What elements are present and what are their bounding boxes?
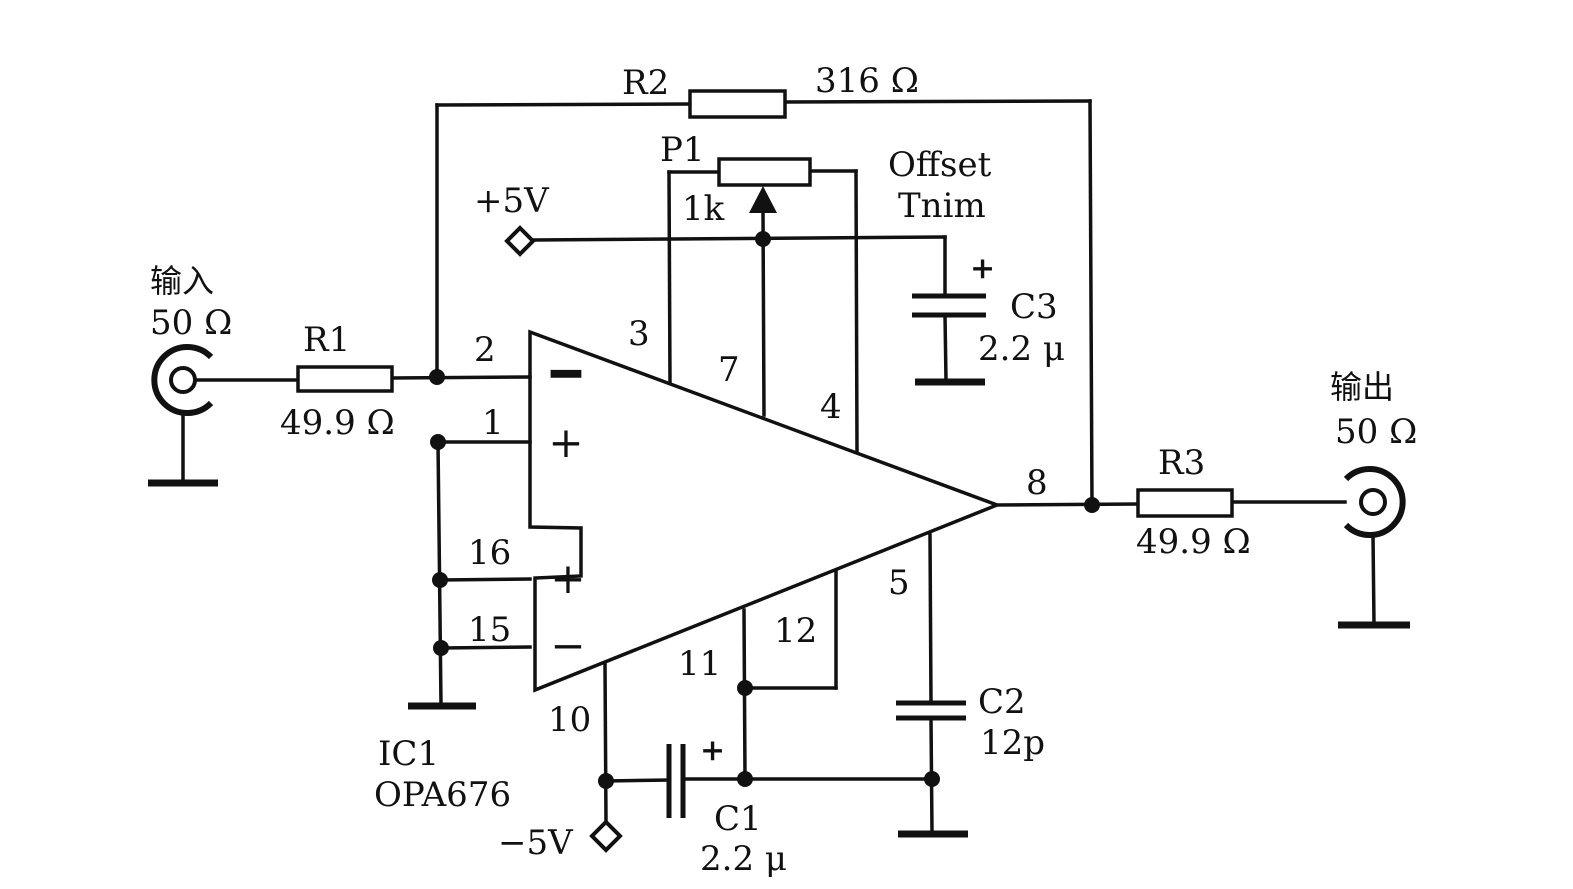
offset-trim-line2: Tnim: [898, 186, 986, 226]
p1-name: P1: [660, 130, 705, 170]
r3-name: R3: [1158, 443, 1205, 483]
pin-number-1: 1: [482, 403, 504, 443]
pin-number-2: 2: [474, 330, 496, 370]
r1-name: R1: [303, 320, 350, 360]
r3-value: 49.9 Ω: [1136, 522, 1251, 562]
opamp-ic1-symbol: [528, 329, 1002, 693]
output-label: 输出: [1330, 368, 1394, 406]
ic-name: IC1: [378, 734, 439, 774]
c2-name: C2: [978, 682, 1026, 722]
pin-number-7: 7: [718, 350, 740, 390]
capacitor-c1-symbol: [666, 744, 686, 818]
resistor-r2-symbol: [688, 89, 787, 119]
positive-supply-label: +5V: [474, 181, 550, 221]
input-impedance: 50 Ω: [150, 303, 232, 343]
pin-number-5: 5: [888, 563, 910, 603]
p1-value: 1k: [682, 189, 725, 229]
r1-value: 49.9 Ω: [280, 403, 395, 443]
offset-trim-line1: Offset: [888, 145, 992, 185]
c2-value: 12p: [980, 723, 1045, 763]
potentiometer-p1-symbol: [717, 157, 812, 187]
c1-name: C1: [714, 799, 762, 839]
opamp-noninverting-sign-bottom: +: [550, 554, 585, 603]
r2-name: R2: [622, 63, 669, 103]
resistor-r1-symbol: [296, 365, 394, 393]
capacitor-c2-symbol: [896, 700, 966, 721]
junction-dots: [429, 231, 1100, 789]
input-label: 输入: [150, 262, 214, 300]
pin-number-11: 11: [678, 644, 721, 684]
opamp-inverting-sign-bottom: −: [550, 621, 585, 670]
negative-supply-label: −5V: [498, 823, 574, 863]
opamp-noninverting-sign-top: +: [548, 418, 583, 467]
c1-polarity: +: [700, 733, 725, 768]
pin-number-10: 10: [548, 700, 591, 740]
c3-value: 2.2 μ: [978, 329, 1065, 369]
c3-name: C3: [1010, 287, 1058, 327]
c3-polarity: +: [970, 251, 995, 286]
resistor-r3-symbol: [1136, 488, 1234, 518]
output-connector-icon: [1343, 466, 1406, 538]
wires: [181, 99, 1376, 835]
diagram-labels: 输入 50 Ω 输出 50 Ω R1 49.9 Ω R2 316 Ω R3 49…: [150, 61, 1417, 879]
potentiometer-wiper-arrow: [749, 186, 777, 213]
positive-supply-terminal-icon: [504, 225, 536, 257]
negative-supply-terminal-icon: [589, 819, 623, 853]
opamp-inverting-sign-top: −: [548, 348, 583, 397]
ic-part-number: OPA676: [374, 775, 511, 815]
r2-value: 316 Ω: [815, 61, 919, 101]
input-connector-icon: [151, 344, 214, 416]
pin-number-15: 15: [468, 610, 511, 650]
ground-symbols: [148, 378, 1410, 838]
pin-number-8: 8: [1026, 463, 1048, 503]
c1-value: 2.2 μ: [700, 839, 787, 879]
pin-number-12: 12: [774, 611, 817, 651]
pin-number-16: 16: [468, 533, 511, 573]
capacitor-c3-symbol: [912, 293, 986, 318]
pin-number-4: 4: [820, 387, 842, 427]
pin-number-3: 3: [628, 314, 650, 354]
output-impedance: 50 Ω: [1335, 412, 1417, 452]
